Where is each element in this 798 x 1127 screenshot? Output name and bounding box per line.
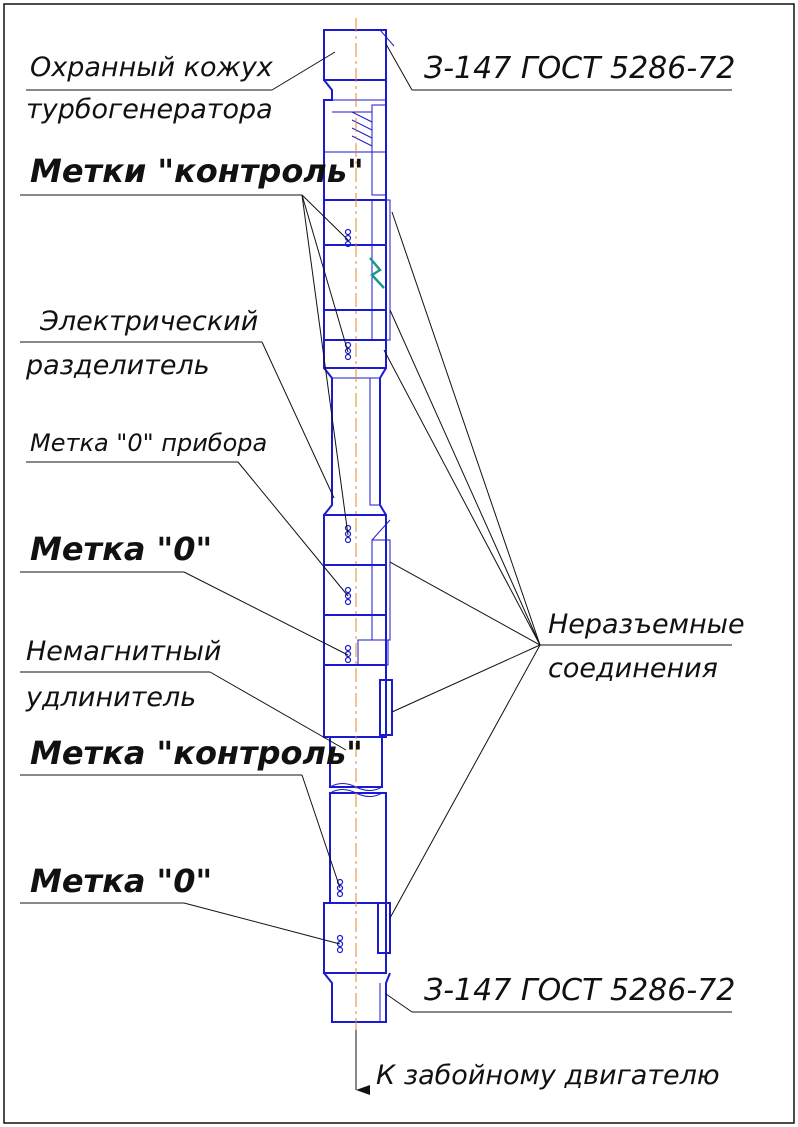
nonmagnetic-label-line2: удлинитель: [25, 682, 196, 713]
zero-mark-device-label: Метка "0" прибора: [30, 429, 267, 457]
upper-sub: [323, 199, 387, 246]
control-mark-label-2: Метка "контроль": [30, 734, 363, 772]
permanent-joints-label-line2: соединения: [548, 653, 718, 684]
thread-top-label: З-147 ГОСТ 5286-72: [424, 51, 735, 86]
leader-lines: [20, 43, 732, 1013]
drawing-frame: [3, 3, 795, 1124]
permanent-joints-label-line1: Неразъемные: [548, 609, 745, 640]
thread-bottom-label: З-147 ГОСТ 5286-72: [424, 973, 735, 1008]
housing-label-line2: турбогенератора: [26, 94, 273, 125]
control-marks-label: Метки "контроль": [30, 152, 364, 190]
tool-assembly: [323, 29, 395, 1023]
turbogenerator-housing: [323, 29, 387, 81]
zero-mark-label-1: Метка "0": [30, 530, 212, 568]
zero-mark-label-2: Метка "0": [30, 862, 212, 900]
lower-sub: [323, 902, 387, 974]
direction-label: К забойному двигателю: [376, 1060, 720, 1091]
separator-label-line1: Электрический: [39, 306, 258, 337]
labels: Охранный кожух турбогенератора З-147 ГОС…: [25, 51, 745, 1091]
nonmagnetic-label-line1: Немагнитный: [26, 636, 221, 667]
housing-label-line1: Охранный кожух: [30, 52, 274, 83]
separator-label-line2: разделитель: [25, 350, 210, 381]
nonmagnetic-extension: [323, 664, 387, 738]
